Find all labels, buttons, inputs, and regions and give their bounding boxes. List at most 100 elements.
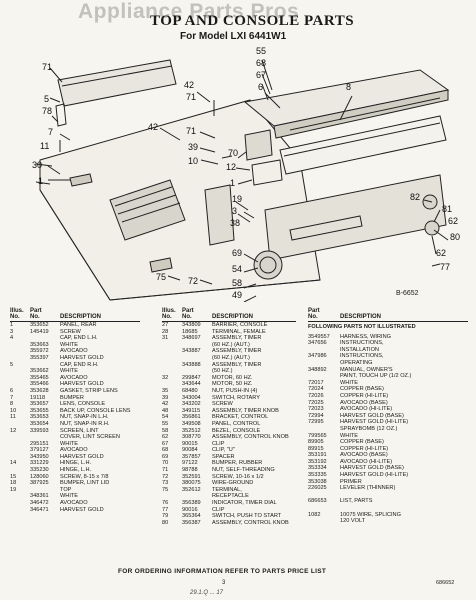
table-row: COVER, LINT SCREEN [10, 434, 140, 441]
table-cell: 35 [162, 387, 169, 394]
table-cell: LIST, PARTS [340, 498, 373, 505]
table-cell: INSTRUCTIONS, [340, 353, 384, 360]
table-cell: 365364 [182, 513, 201, 520]
callout-label: 67 [256, 70, 266, 80]
table-cell: MANUAL, OWNER'S [340, 366, 393, 373]
table-cell: AVOCADO (HI-LITE) [340, 406, 393, 413]
header-no: No. [182, 313, 192, 320]
table-cell: TERMINAL, FEMALE [212, 328, 266, 335]
table-row: 120 VOLT [308, 518, 468, 525]
table-cell: 48 [162, 407, 169, 414]
callout-label: 62 [448, 216, 458, 226]
table-cell: 355972 [30, 348, 49, 355]
table-cell: 39 [162, 394, 169, 401]
table-cell: WHITE [60, 368, 79, 375]
table-cell: HARVEST GOLD [60, 381, 104, 388]
callout-label: 80 [450, 232, 460, 242]
parts-column-3: Part No. DESCRIPTION FOLLOWING PARTS NOT… [308, 306, 468, 525]
page-number: 3 [222, 580, 226, 586]
table-cell: WIRE-GROUND [212, 480, 254, 487]
table-cell: 355465 [30, 374, 49, 381]
table-cell: 339593 [30, 427, 49, 434]
table-cell: 353652 [30, 322, 49, 328]
diagram-code: B-6652 [396, 290, 419, 297]
ordering-footer: FOR ORDERING INFORMATION REFER TO PARTS … [118, 568, 327, 575]
table-cell: WHITE [60, 440, 79, 447]
callout-label: 19 [232, 194, 242, 204]
table-cell: AVOCADO [60, 374, 88, 381]
table-cell: HARVEST GOLD (HI-LITE) [340, 472, 409, 479]
table-cell: 8 [10, 401, 14, 408]
callout-label: 69 [232, 248, 242, 258]
table-cell: 68480 [182, 387, 198, 394]
table-cell: 80 [162, 519, 169, 526]
table-row [308, 505, 468, 512]
title-block: TOP AND CONSOLE PARTS For Model LXI 6441… [150, 14, 354, 44]
table-cell: MOTOR, 60 HZ. [212, 374, 253, 381]
table-cell: SCREW [60, 328, 81, 335]
table-cell: INDICATOR, TIMER DIAL [212, 500, 277, 507]
table-cell: 12 [10, 427, 17, 434]
table-cell: BUMPER, RUBBER [212, 460, 263, 467]
callout-label: 6 [258, 82, 263, 92]
table-cell: (60 HZ.) (AUT.) [212, 354, 250, 361]
table-cell: 686653 [308, 498, 327, 505]
table-cell: BEZEL, CONSOLE [212, 427, 261, 434]
callout-label: 70 [228, 148, 238, 158]
callout-label: 11 [40, 141, 49, 151]
table-cell: 348361 [30, 493, 49, 500]
table-cell: 145419 [30, 328, 49, 335]
table-cell: HINGE, L.H. [60, 460, 92, 467]
handwritten-note: 29.1.Q ... 17 [190, 590, 224, 596]
table-cell: PANEL, CONTROL [212, 420, 261, 427]
table-cell: 347986 [308, 353, 327, 360]
table-cell: HINGE, L.H. [60, 467, 92, 474]
table-cell: 72 [162, 473, 169, 480]
table-cell: ASSEMBLY, TIMER [212, 361, 262, 368]
table-cell: 356389 [182, 500, 201, 507]
table-row: INSTALLATION [308, 347, 468, 354]
table-cell: 42 [162, 401, 169, 408]
table-cell: SCREW, 8-15 x 7/8 [60, 473, 109, 480]
table-row: 347986 INSTRUCTIONS, [308, 353, 468, 360]
table-cell: 72994 [308, 412, 324, 419]
table-cell: 3 [10, 328, 14, 335]
table-row: (50 HZ.) [162, 368, 296, 375]
table-cell: BRACKET, CONTROL [212, 414, 269, 421]
header-description: DESCRIPTION [340, 313, 382, 320]
table-cell: 356387 [182, 519, 201, 526]
table-cell: 55 [162, 420, 169, 427]
table-cell: 4 [10, 335, 14, 342]
table-cell: 356861 [182, 414, 201, 421]
table-cell: 357857 [182, 453, 201, 460]
table-cell: AVOCADO (BASE) [340, 399, 388, 406]
table-cell: LENS, CONSOLE [60, 401, 106, 408]
table-row: (60 HZ.) (AUT.) [162, 342, 296, 349]
table-cell: 349115 [182, 407, 201, 414]
table-cell: 353653 [30, 414, 49, 421]
table-cell: 32 [162, 374, 169, 381]
table-cell: 69 [162, 453, 169, 460]
